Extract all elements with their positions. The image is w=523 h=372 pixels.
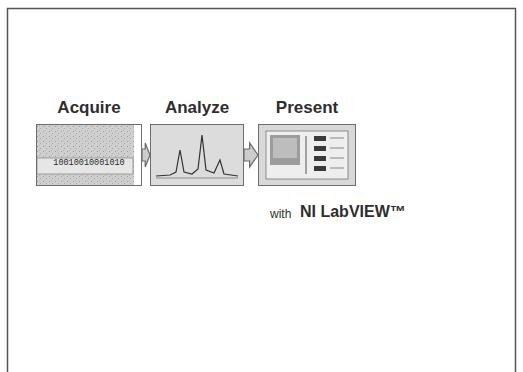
screen-line [330,148,344,149]
step-heading: Acquire [57,98,120,118]
plot-axis [156,178,238,179]
spectrum-plot [156,135,238,176]
screen-control [314,136,326,141]
step-heading: Analyze [165,98,229,118]
caption-word: with [270,207,291,221]
screen-chart [270,135,300,165]
box-fill [36,124,134,186]
step-heading: Present [276,98,338,118]
block-arrow [142,143,150,167]
box-fill [150,124,244,186]
process-box: Analyze [150,124,244,186]
screen-line [330,168,344,169]
screen-control [314,146,326,151]
frame [8,9,516,372]
box-fill [258,124,356,186]
product-name: NI LabVIEW™ [300,203,406,221]
block-arrow [244,143,258,167]
process-box: Present [258,124,356,186]
screen-control [314,156,326,161]
screen-chart-inner [273,138,297,158]
screen-line [330,138,344,139]
screen-control [314,166,326,171]
screen-line [330,158,344,159]
process-box: Acquire10010010001010 [36,124,142,186]
screen-panel [266,131,348,179]
screen-slider [306,136,307,174]
binary-data: 10010010001010 [37,158,141,168]
